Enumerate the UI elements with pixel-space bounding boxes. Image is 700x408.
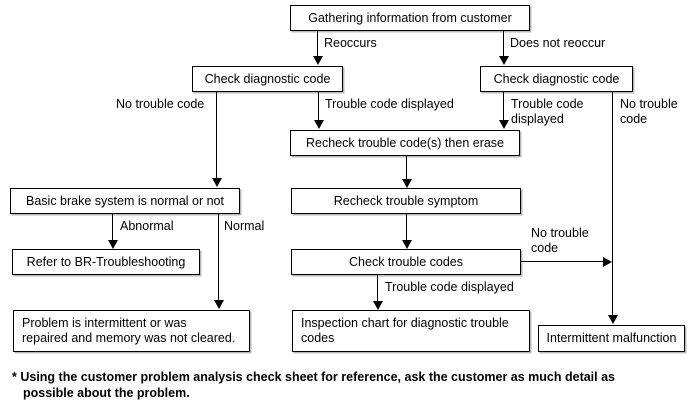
edge-gathering-to-check-left — [317, 31, 318, 57]
footnote: * Using the customer problem analysis ch… — [12, 369, 688, 401]
node-label: Gathering information from customer — [308, 10, 512, 25]
edge-basic-brake-to-problem-intermittent — [218, 214, 219, 301]
node-recheck-trouble-symptom[interactable]: Recheck trouble symptom — [291, 188, 521, 214]
footnote-line-1: * Using the customer problem analysis ch… — [12, 370, 616, 384]
edge-label-no-trouble-code-left: No trouble code — [116, 97, 205, 111]
edge-check-codes-to-intermittent — [521, 261, 604, 262]
arrowhead-recheck-symptom-to-check-codes — [402, 240, 412, 249]
arrowhead-gathering-to-check-right — [499, 56, 509, 65]
edge-check-right-to-recheck-erase — [503, 92, 504, 121]
edge-check-codes-to-inspection — [377, 275, 378, 302]
arrowhead-check-right-to-recheck-erase — [499, 120, 509, 129]
arrowhead-recheck-erase-to-recheck-symptom — [402, 179, 412, 188]
node-label: Intermittent malfunction — [546, 331, 677, 345]
node-label: Problem is intermittent or was repaired … — [22, 316, 236, 345]
edge-basic-brake-to-refer-br — [112, 214, 113, 240]
edge-label-no-trouble-code-right: No trouble code — [620, 97, 678, 126]
node-intermittent-malfunction[interactable]: Intermittent malfunction — [538, 325, 685, 352]
arrowhead-check-left-to-recheck-erase — [314, 120, 324, 129]
node-check-diagnostic-code-right[interactable]: Check diagnostic code — [480, 66, 633, 92]
edge-label-reoccurs: Reoccurs — [324, 36, 377, 50]
edge-label-trouble-code-displayed-bottom: Trouble code displayed — [385, 280, 514, 294]
node-recheck-trouble-codes-then-erase[interactable]: Recheck trouble code(s) then erase — [290, 130, 520, 156]
node-check-trouble-codes[interactable]: Check trouble codes — [291, 249, 521, 275]
node-label: Check diagnostic code — [493, 71, 620, 86]
footnote-line-2: possible about the problem. — [23, 386, 190, 400]
edge-label-no-trouble-code-mid: No trouble code — [531, 226, 589, 255]
node-label: Check trouble codes — [349, 254, 463, 269]
node-inspection-chart[interactable]: Inspection chart for diagnostic trouble … — [292, 310, 530, 352]
node-gathering[interactable]: Gathering information from customer — [290, 5, 530, 31]
arrowhead-check-codes-to-inspection — [373, 301, 383, 310]
edge-label-does-not-reoccur: Does not reoccur — [510, 36, 606, 50]
node-label: Refer to BR-Troubleshooting — [26, 254, 186, 269]
edge-gathering-to-check-right — [503, 31, 504, 57]
edge-label-abnormal: Abnormal — [120, 219, 174, 233]
edge-check-left-to-basic-brake — [216, 92, 217, 179]
edge-recheck-erase-to-recheck-symptom — [406, 156, 407, 180]
node-refer-to-br-troubleshooting[interactable]: Refer to BR-Troubleshooting — [12, 249, 200, 275]
node-label: Check diagnostic code — [204, 71, 331, 86]
arrowhead-check-right-to-intermittent — [608, 315, 618, 324]
edge-check-right-to-intermittent — [612, 92, 613, 316]
node-check-diagnostic-code-left[interactable]: Check diagnostic code — [192, 66, 343, 92]
edge-label-normal: Normal — [224, 219, 265, 233]
arrowhead-check-codes-to-intermittent — [603, 257, 612, 267]
node-label: Inspection chart for diagnostic trouble … — [301, 316, 509, 345]
node-label: Basic brake system is normal or not — [26, 193, 224, 208]
node-label: Recheck trouble code(s) then erase — [305, 135, 505, 150]
edge-label-trouble-code-displayed-mid: Trouble code displayed — [325, 97, 454, 111]
arrowhead-basic-brake-to-refer-br — [108, 240, 118, 249]
edge-label-trouble-code-displayed-right: Trouble code displayed — [511, 97, 584, 126]
arrowhead-gathering-to-check-left — [313, 56, 323, 65]
arrowhead-check-left-to-basic-brake — [212, 178, 222, 187]
edge-recheck-symptom-to-check-codes — [406, 214, 407, 240]
node-problem-intermittent[interactable]: Problem is intermittent or was repaired … — [13, 310, 250, 352]
node-basic-brake-system[interactable]: Basic brake system is normal or not — [10, 188, 240, 214]
edge-check-left-to-recheck-erase — [318, 92, 319, 121]
node-label: Recheck trouble symptom — [333, 193, 479, 208]
arrowhead-basic-brake-to-problem-intermittent — [214, 300, 224, 309]
